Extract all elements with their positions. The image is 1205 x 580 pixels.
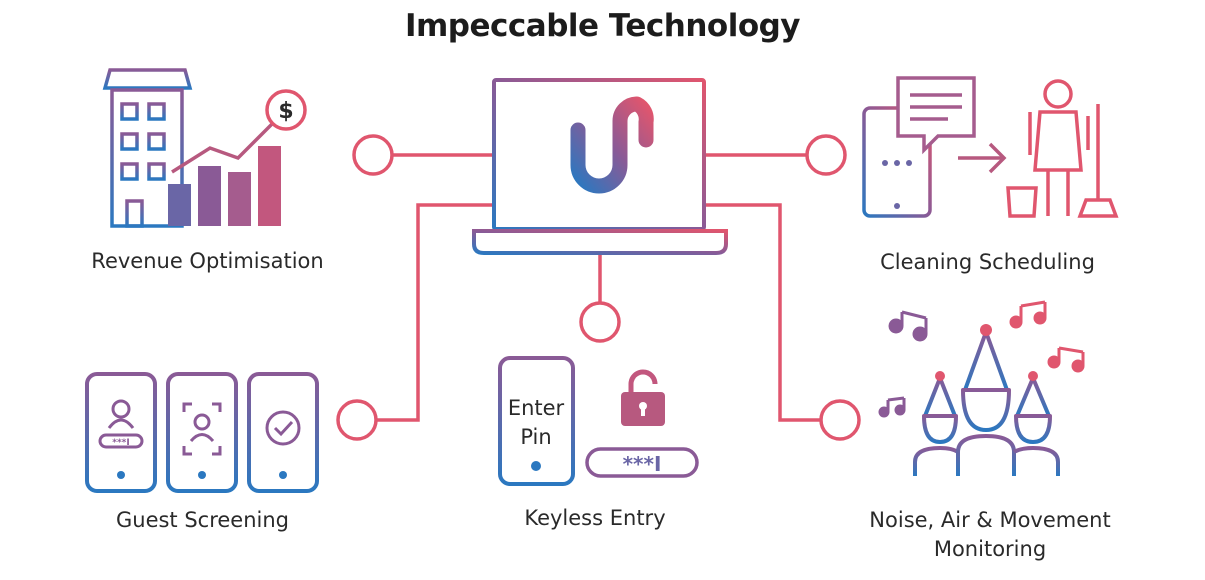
typing-dots-icon (882, 160, 912, 166)
node-cleaning (805, 134, 847, 176)
music-notes-icon (878, 310, 928, 418)
label-cleaning: Cleaning Scheduling (880, 250, 1095, 274)
revenue-chart-icon (168, 89, 307, 226)
chat-bubble-icon (896, 76, 976, 155)
phone-home-dots (117, 471, 287, 479)
enter-text: Enter (508, 396, 565, 420)
party-people-icon (913, 330, 1060, 476)
user-icon (98, 399, 144, 449)
keypad-phone-icon (498, 356, 575, 486)
keyless-pin-mask: ***I (623, 452, 662, 476)
node-keyless (579, 301, 621, 343)
padlock-icon (621, 369, 665, 426)
check-circle-icon (265, 410, 301, 446)
guest-phones-icon (85, 372, 319, 493)
cleaner-icon (1006, 79, 1119, 218)
label-revenue: Revenue Optimisation (91, 249, 324, 273)
face-scan-icon (182, 402, 222, 456)
node-revenue (352, 134, 394, 176)
label-keyless: Keyless Entry (524, 506, 666, 530)
hat-dots (935, 324, 1038, 381)
connector-guest (376, 203, 494, 422)
pin-text: Pin (520, 425, 551, 449)
phone-home-dot (894, 203, 900, 209)
arrow-right-icon (958, 142, 1007, 174)
guest-pin-mask: ***I (112, 438, 129, 448)
node-guest (336, 399, 378, 441)
label-noise-line2: Monitoring (933, 537, 1047, 561)
brand-logo-icon (570, 96, 654, 194)
label-noise-line1: Noise, Air & Movement (869, 508, 1111, 532)
node-noise (819, 399, 861, 441)
label-guest: Guest Screening (115, 508, 290, 532)
laptop-icon (472, 78, 728, 255)
dollar-icon: $ (278, 99, 293, 124)
page-title: Impeccable Technology (404, 8, 801, 44)
keypad-home-dot (531, 461, 541, 471)
music-notes-pink-icon (1009, 300, 1085, 373)
connector-noise (704, 203, 820, 422)
connectors (336, 134, 861, 441)
pin-field-icon (585, 447, 699, 478)
